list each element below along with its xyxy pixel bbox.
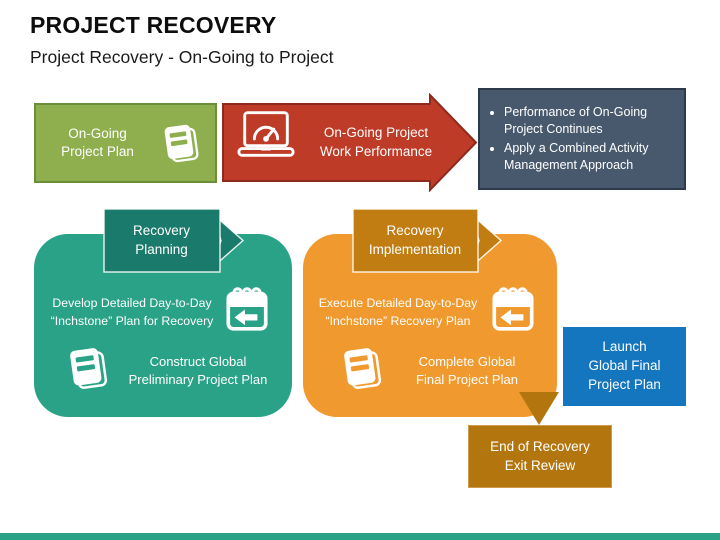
down-pointer-icon bbox=[519, 392, 559, 425]
develop-inchstone-text: Develop Detailed Day-to-Day “Inchstone” … bbox=[50, 295, 214, 328]
recovery-implementation-label: Recovery Implementation bbox=[368, 223, 462, 257]
complete-plan-text: Complete Global Final Project Plan bbox=[416, 353, 518, 387]
calendar-arrow-icon bbox=[222, 282, 272, 334]
construct-plan-text: Construct Global Preliminary Project Pla… bbox=[128, 353, 268, 387]
work-performance-arrow: On-Going Project Work Performance bbox=[222, 93, 478, 192]
recovery-planning-label: Recovery Planning bbox=[132, 223, 191, 257]
calendar-arrow-icon bbox=[488, 282, 538, 334]
bottom-accent-bar bbox=[0, 533, 720, 540]
page-subtitle: Project Recovery - On-Going to Project bbox=[30, 47, 334, 67]
outcome-bullet: Apply a Combined Activity Management App… bbox=[504, 140, 676, 175]
work-performance-label: On-Going Project Work Performance bbox=[319, 125, 433, 159]
outcome-bullet: Performance of On-Going Project Continue… bbox=[504, 104, 676, 139]
outcome-bullet-list: Performance of On-Going Project Continue… bbox=[480, 103, 684, 176]
recovery-implementation-label-arrow: Recovery Implementation bbox=[352, 208, 504, 273]
recovery-planning-label-arrow: Recovery Planning bbox=[103, 208, 248, 273]
execute-inchstone-text: Execute Detailed Day-to-Day “Inchstone” … bbox=[318, 295, 478, 328]
outcome-box: Performance of On-Going Project Continue… bbox=[478, 88, 686, 190]
book-icon bbox=[64, 344, 112, 392]
launch-box: Launch Global Final Project Plan bbox=[563, 327, 686, 406]
laptop-gauge-icon bbox=[235, 108, 297, 162]
page-title: PROJECT RECOVERY bbox=[30, 12, 277, 38]
end-review-box: End of Recovery Exit Review bbox=[468, 425, 612, 488]
ongoing-project-plan-label: On-Going Project Plan bbox=[61, 125, 134, 159]
ongoing-project-plan-box: On-Going Project Plan bbox=[34, 103, 217, 183]
book-icon bbox=[338, 344, 386, 392]
book-icon bbox=[159, 120, 203, 166]
